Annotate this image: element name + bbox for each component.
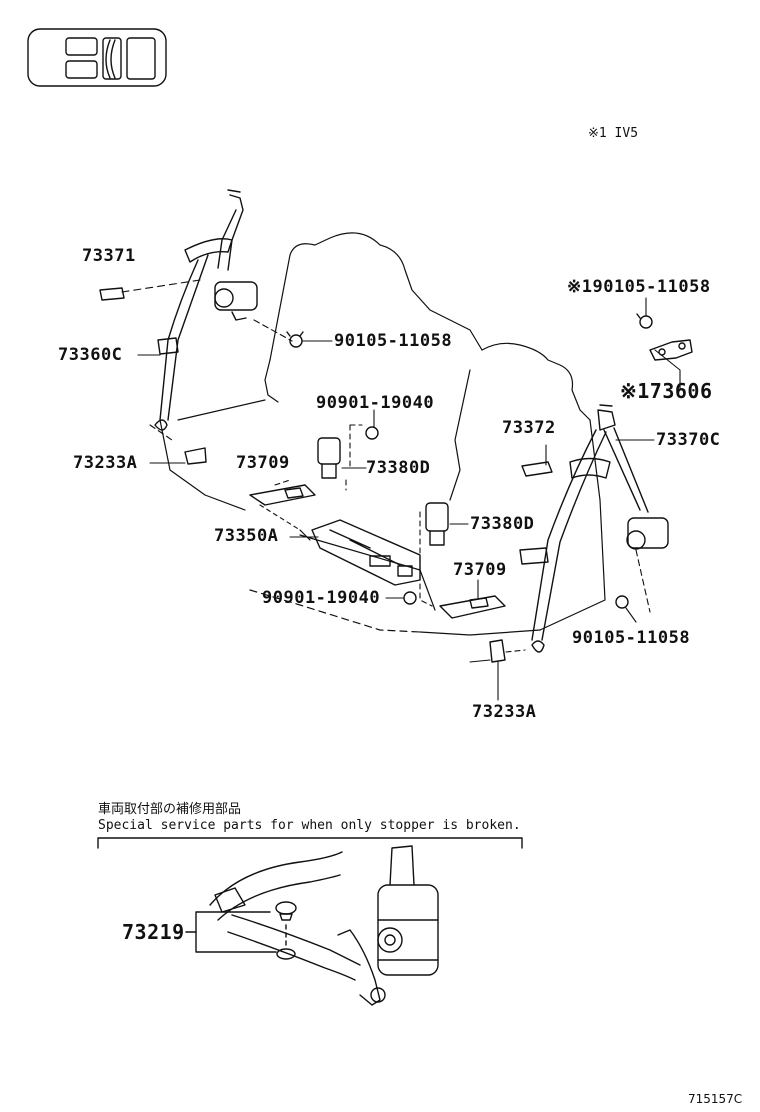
callout-73233a-right[interactable]: 73233A (472, 702, 537, 722)
callout-73372[interactable]: 73372 (502, 418, 556, 438)
part-73233a-right (489, 639, 506, 663)
callout-90105-right[interactable]: 90105-11058 (572, 628, 691, 648)
callout-73219[interactable]: 73219 (122, 920, 185, 944)
part-bolt-top-right (636, 313, 653, 329)
part-bolt-90901-bottom (403, 591, 417, 605)
callout-90105-top-right[interactable]: ※190105-11058 (567, 277, 711, 297)
callout-73233a-left[interactable]: 73233A (73, 453, 138, 473)
callout-73380d-right[interactable]: 73380D (470, 514, 535, 534)
illustration-code: 715157C (688, 1092, 743, 1106)
callout-73709-right[interactable]: 73709 (453, 560, 507, 580)
callout-73350a[interactable]: 73350A (214, 526, 279, 546)
callout-90105-left[interactable]: 90105-11058 (334, 331, 453, 351)
callout-73370c[interactable]: 73370C (656, 430, 721, 450)
inset-note-japanese: 車両取付部の補修用部品 (98, 802, 242, 817)
seat-layout-icon (27, 28, 167, 87)
part-bolt-right (615, 595, 629, 609)
leader-lines (121, 279, 681, 701)
callout-90901-bottom[interactable]: 90901-19040 (262, 588, 381, 608)
part-73709-right-cover (439, 595, 506, 619)
variant-note: ※1 IV5 (588, 126, 639, 141)
callout-73380d-left[interactable]: 73380D (366, 458, 431, 478)
callout-73371[interactable]: 73371 (82, 246, 136, 266)
callout-73606[interactable]: ※173606 (620, 379, 713, 403)
part-73372-guide (521, 461, 553, 477)
callout-90901-top[interactable]: 90901-19040 (316, 393, 435, 413)
part-73350a-buckle-base (311, 519, 421, 586)
part-73709-left-cover (249, 484, 316, 506)
left-belt-assembly (154, 189, 258, 431)
part-73371-clip (99, 287, 125, 301)
callout-73360c[interactable]: 73360C (58, 345, 123, 365)
inset-frame (97, 837, 523, 849)
part-73233a-left (184, 447, 207, 465)
part-73380d-right-buckle (425, 502, 449, 546)
part-bolt-90901-top (365, 426, 379, 440)
inset-note-english: Special service parts for when only stop… (98, 818, 521, 833)
callout-73709-left[interactable]: 73709 (236, 453, 290, 473)
right-belt-assembly (519, 404, 669, 653)
part-73380d-left-buckle (317, 437, 341, 479)
part-73606-bracket (649, 339, 693, 361)
inset-stopper-illustration (185, 845, 439, 1006)
